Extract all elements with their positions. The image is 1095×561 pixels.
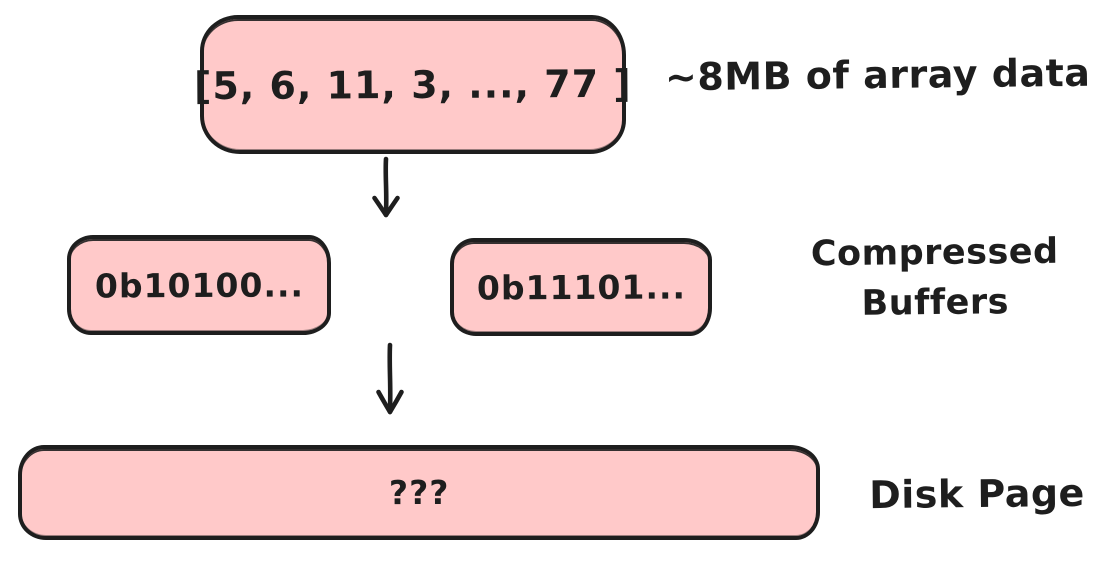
array-data-box: [5, 6, 11, 3, ..., 77 ] xyxy=(194,15,632,154)
array-data-text: [5, 6, 11, 3, ..., 77 ] xyxy=(194,61,632,108)
disk-page-box: ??? xyxy=(18,445,820,540)
down-arrow-icon xyxy=(372,156,400,218)
array-data-label: ~8MB of array data xyxy=(664,50,1091,100)
compressed-buffers-label-line2: Buffers xyxy=(861,281,1010,324)
disk-page-label: Disk Page xyxy=(868,470,1086,518)
compressed-buffers-label: Compressed Buffers xyxy=(769,227,1095,330)
compressed-buffer-right-text: 0b11101... xyxy=(476,266,686,308)
down-arrow-icon xyxy=(376,342,404,415)
compressed-buffer-right-box: 0b11101... xyxy=(450,238,712,336)
compressed-buffer-left-box: 0b10100... xyxy=(67,235,331,335)
disk-page-text: ??? xyxy=(388,472,450,513)
compressed-buffer-left-text: 0b10100... xyxy=(94,264,304,306)
compressed-buffers-label-line1: Compressed xyxy=(810,231,1059,275)
